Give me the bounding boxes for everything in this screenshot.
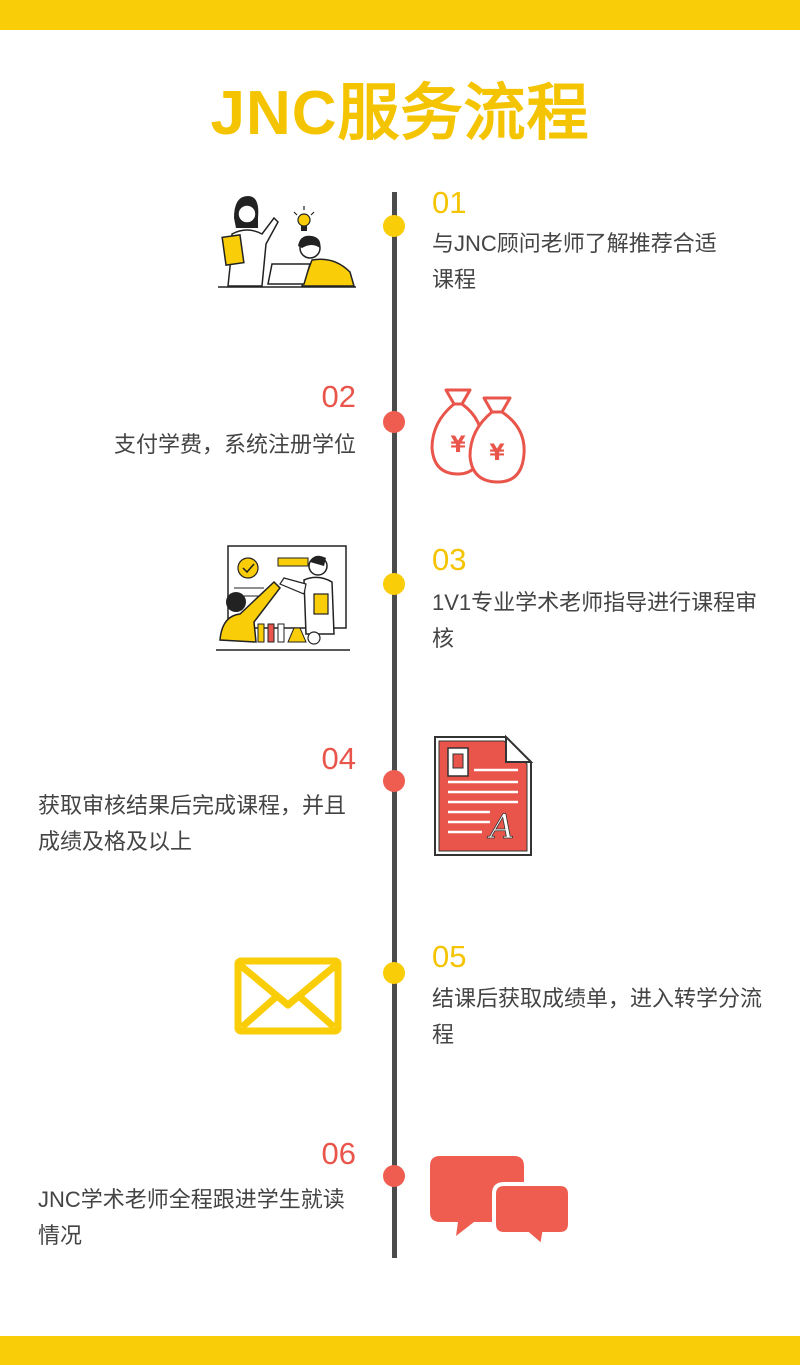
page-title: JNC服务流程 <box>210 79 590 148</box>
timeline-dot-02 <box>383 411 405 433</box>
step-03-text: 1V1专业学术老师指导进行课程审核 <box>432 590 758 651</box>
step-01-number: 01 <box>432 185 467 220</box>
step-01-text: 与JNC顾问老师了解推荐合适课程 <box>432 231 717 292</box>
timeline-dot-06 <box>383 1165 405 1187</box>
svg-text:¥: ¥ <box>489 441 505 466</box>
timeline-line <box>392 192 397 1258</box>
lab-highfive-illustration <box>216 545 350 651</box>
step-04-text: 获取审核结果后完成课程，并且成绩及格及以上 <box>38 793 347 854</box>
timeline-dot-04 <box>383 770 405 792</box>
step-05-text: 结课后获取成绩单，进入转学分流程 <box>432 986 763 1047</box>
timeline-dot-01 <box>383 215 405 237</box>
step-06-number: 06 <box>321 1136 356 1171</box>
top-bar <box>0 0 800 30</box>
step-04-number: 04 <box>321 741 356 776</box>
consultation-illustration <box>218 196 356 288</box>
step-06-text: JNC学术老师全程跟进学生就读情况 <box>38 1187 345 1248</box>
step-02-number: 02 <box>321 379 356 414</box>
svg-text:¥: ¥ <box>450 433 466 458</box>
money-bags-icon: ¥ ¥ <box>430 388 526 484</box>
chat-bubbles-icon <box>430 1156 572 1248</box>
envelope-icon <box>234 957 342 1035</box>
step-02-text: 支付学费，系统注册学位 <box>113 432 356 457</box>
step-05-number: 05 <box>432 939 467 974</box>
timeline-dot-03 <box>383 573 405 595</box>
timeline-dot-05 <box>383 962 405 984</box>
document-icon: A <box>434 734 534 856</box>
bottom-bar <box>0 1336 800 1365</box>
step-03-number: 03 <box>432 542 467 577</box>
svg-text:A: A <box>487 807 515 847</box>
